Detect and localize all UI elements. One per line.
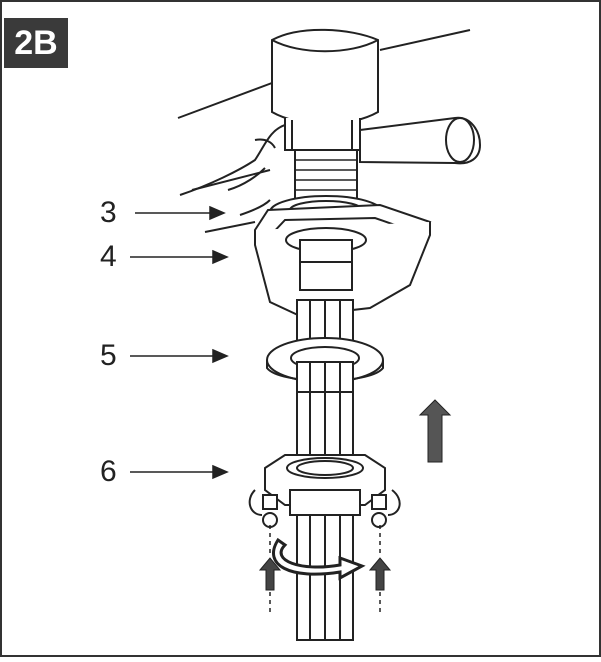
part-6-mounting-nut xyxy=(262,454,387,641)
part-5-washer xyxy=(266,337,384,393)
callout-label-4: 4 xyxy=(100,240,117,273)
part-4-mounting-plate xyxy=(253,203,432,318)
step-badge: 2B xyxy=(4,18,68,68)
hand-outline xyxy=(179,124,286,216)
dashed-guides xyxy=(269,525,381,612)
callout-label-5: 5 xyxy=(100,339,117,372)
supply-hose xyxy=(359,116,482,165)
callout-label-3: 3 xyxy=(100,196,117,229)
faucet-body xyxy=(271,28,379,151)
nut-rotation-arrow xyxy=(272,537,366,581)
rotation-arrows xyxy=(248,489,401,516)
up-arrows xyxy=(258,399,452,591)
callout-label-6: 6 xyxy=(100,455,117,488)
callout-arrows xyxy=(130,205,229,480)
